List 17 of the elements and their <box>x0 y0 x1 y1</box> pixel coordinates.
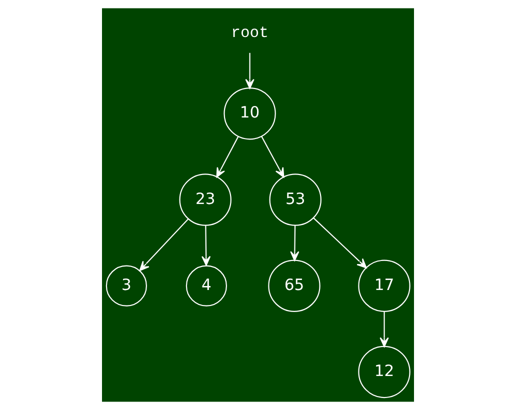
node-circle: 65 <box>268 260 320 312</box>
node-circle: 3 <box>105 265 146 306</box>
arrow <box>312 217 366 268</box>
arrow <box>244 52 254 89</box>
arrow <box>260 136 284 178</box>
arrow <box>216 136 238 178</box>
node-circle: 53 <box>268 174 321 226</box>
arrow <box>201 225 210 266</box>
node-circle: 10 <box>223 87 276 140</box>
arrow <box>379 311 388 348</box>
node-text: root <box>230 24 268 42</box>
node-circle: 4 <box>185 265 227 306</box>
arrow <box>138 218 188 271</box>
node-circle: 23 <box>178 174 231 226</box>
node-circle: 17 <box>358 260 410 312</box>
arrow <box>290 225 299 262</box>
node-circle: 12 <box>358 346 410 398</box>
